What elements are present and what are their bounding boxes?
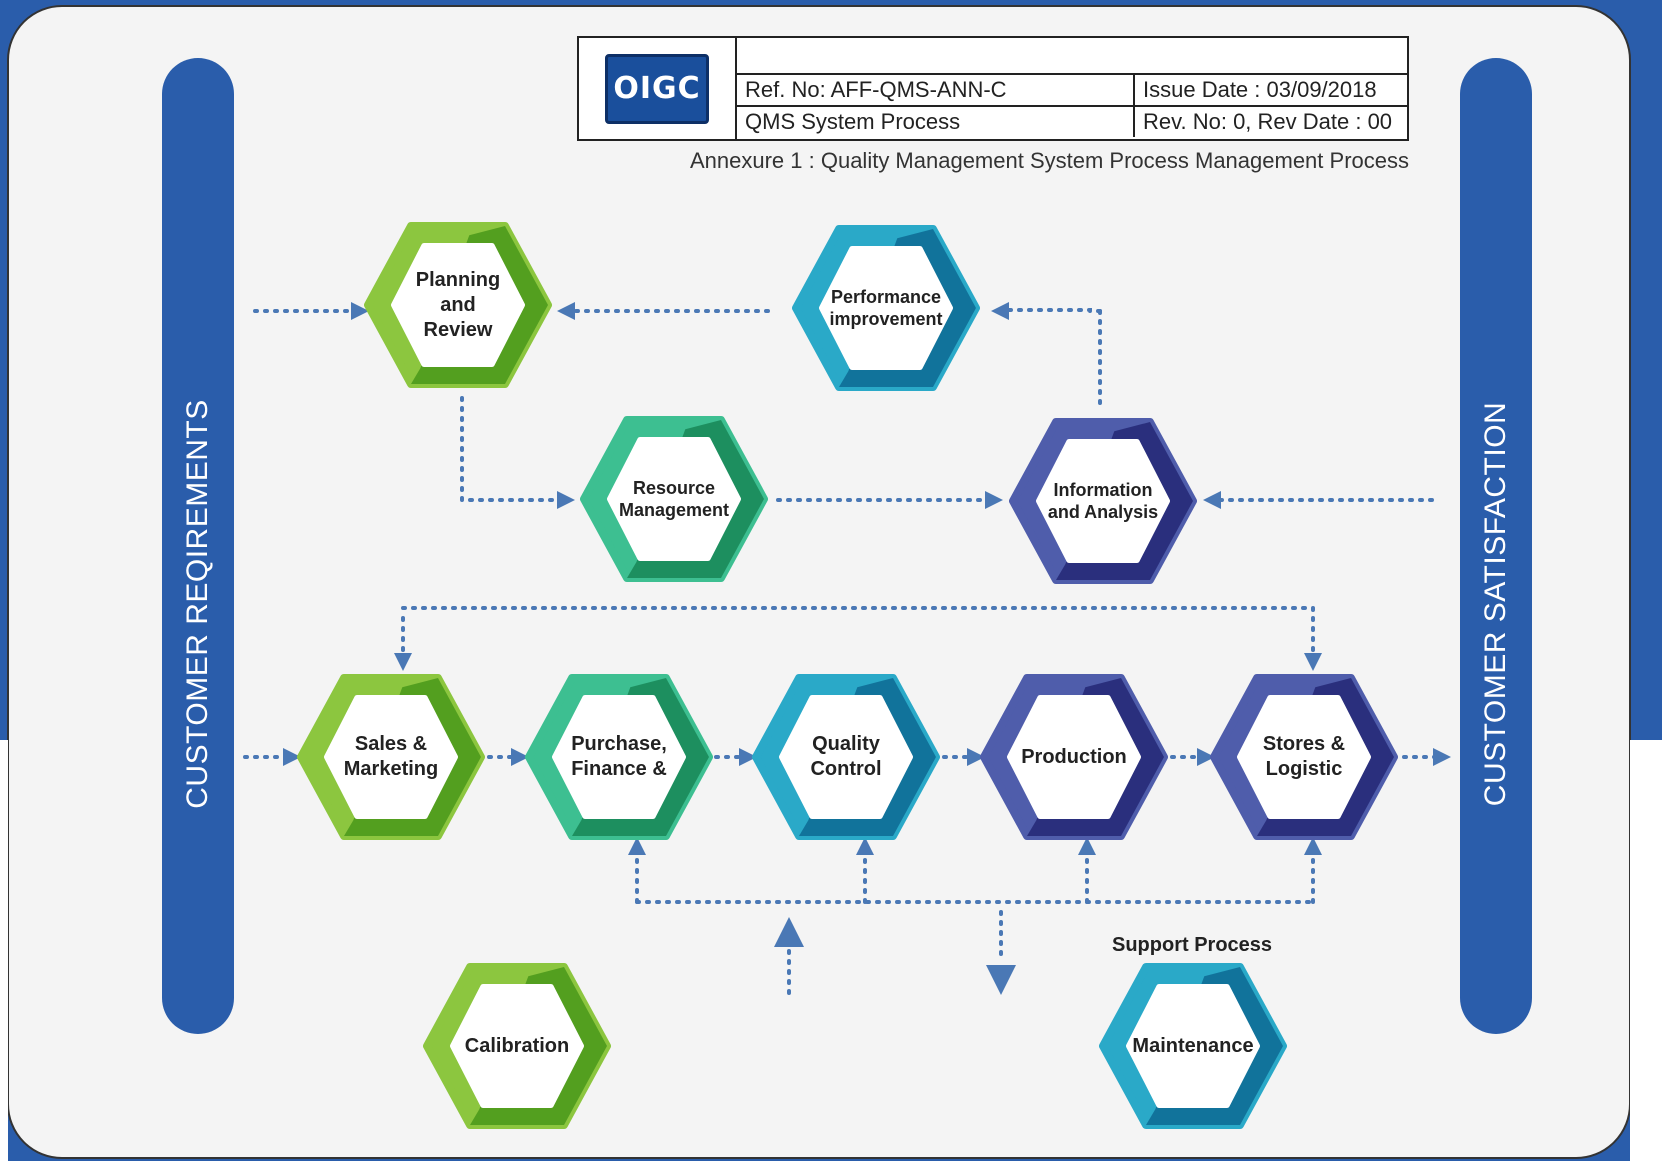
arrowhead [511,748,529,766]
hexagon-shape [980,674,1168,840]
arrowhead [986,965,1016,995]
node-label: Planning and Review [415,268,501,341]
connector-segment [998,308,1102,313]
arrowhead [774,917,804,947]
hexagon-shape [1009,418,1197,584]
node-label: Stores & Logistic [1262,733,1346,780]
node-label: Information and Analysis [1047,479,1159,523]
arrowhead [1078,837,1096,855]
hexagon-shape [752,674,940,840]
customer-requirements-bar: CUSTOMER REQIREMENTS [162,58,234,1034]
customer-satisfaction-label: CUSTOMER SATISFACTION [1479,401,1512,807]
hexagon-shape [364,222,552,388]
node-performance-improvement: Performance improvement [792,225,980,391]
connector-lines [243,308,1442,995]
system-process: QMS System Process [737,107,1135,137]
hexagon-shape [1099,963,1287,1129]
node-label: Sales & Marketing [343,733,439,780]
arrowhead [557,302,575,320]
node-label: Purchase, Finance & [571,733,667,780]
hexagon-shape [580,416,768,582]
ref-no: Ref. No: AFF-QMS-ANN-C [737,75,1135,105]
arrowhead [967,748,985,766]
header-row-1: Ref. No: AFF-QMS-ANN-C Issue Date : 03/0… [737,73,1407,105]
arrowhead [991,302,1009,320]
arrowhead [985,491,1003,509]
arrowhead [1433,748,1451,766]
connector-segment [401,606,1315,656]
arrowhead [856,837,874,855]
arrowhead [628,837,646,855]
arrowhead [351,302,369,320]
connector-arrowheads [283,302,1451,995]
node-label: Quality Control [810,733,882,780]
arrowhead [394,653,412,671]
header-row-2: QMS System Process Rev. No: 0, Rev Date … [737,105,1407,137]
node-maintenance: Maintenance [1099,963,1287,1129]
node-label: Maintenance [1132,1034,1254,1057]
logo-cell: OIGC [579,38,737,139]
node-label: Production [1021,745,1127,768]
node-label: Calibration [464,1034,570,1057]
hexagon-shape [525,674,713,840]
node-production: Production [980,674,1168,840]
support-process-label: Support Process [1112,934,1273,956]
node-label: Resource Management [618,477,730,521]
node-information-and-analysis: Information and Analysis [1009,418,1197,584]
hexagon-shape [297,674,485,840]
hexagon-shape [1210,674,1398,840]
connector-segment [460,396,564,502]
arrowhead [1304,653,1322,671]
node-purchase-finance: Purchase, Finance & [525,674,713,840]
arrowhead [1203,491,1221,509]
node-calibration: Calibration [423,963,611,1129]
node-planning-and-review: Planning and Review [364,222,552,388]
node-resource-management: Resource Management [580,416,768,582]
node-stores-and-logistic: Stores & Logistic [1210,674,1398,840]
node-label: Performance improvement [829,286,943,330]
arrowhead [739,748,757,766]
annexure-title: Annexure 1 : Quality Management System P… [689,148,1409,173]
document-header: OIGC Ref. No: AFF-QMS-ANN-C Issue Date :… [577,36,1409,141]
revision: Rev. No: 0, Rev Date : 00 [1143,109,1393,134]
arrowhead [1197,748,1215,766]
node-sales-and-marketing: Sales & Marketing [297,674,485,840]
node-quality-control: Quality Control [752,674,940,840]
company-logo: OIGC [605,53,709,124]
hexagon-shape [792,225,980,391]
customer-requirements-label: CUSTOMER REQIREMENTS [181,399,214,809]
issue-date: Issue Date : 03/09/2018 [1143,77,1377,102]
arrowhead [1304,837,1322,855]
hexagon-shape [423,963,611,1129]
customer-satisfaction-bar: CUSTOMER SATISFACTION [1460,58,1532,1034]
arrowhead [557,491,575,509]
arrowhead [283,748,301,766]
